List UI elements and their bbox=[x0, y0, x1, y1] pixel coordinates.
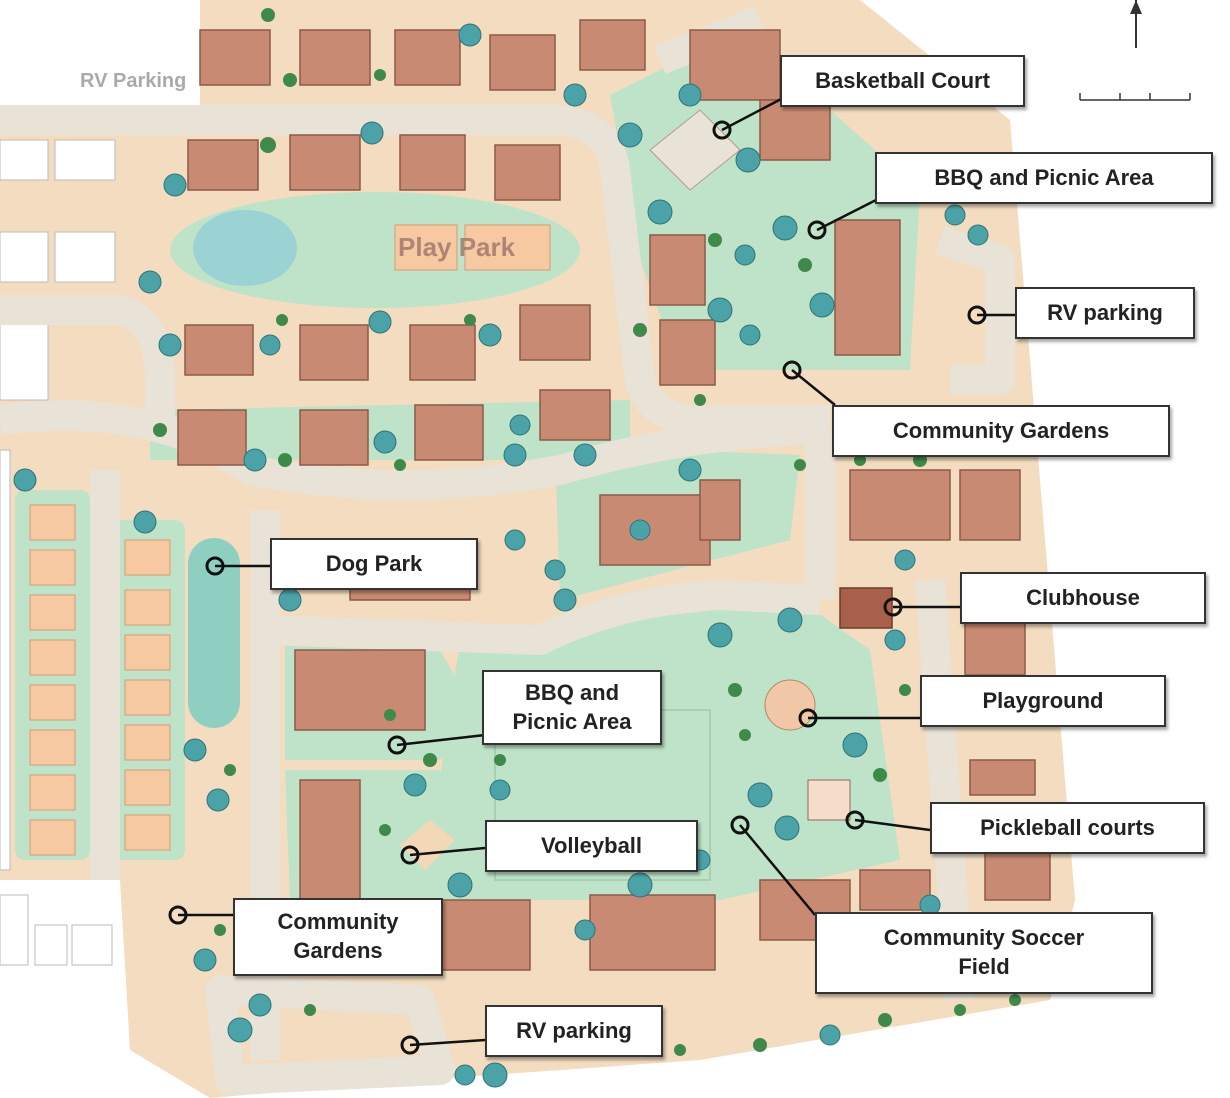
lot-parcels bbox=[29, 224, 551, 856]
callout-rv-parking-south: RV parking bbox=[485, 1005, 663, 1057]
callout-community-soccer-field: Community Soccer Field bbox=[815, 912, 1153, 994]
basketball-court-surface bbox=[649, 109, 741, 191]
pickleball-marker bbox=[845, 810, 865, 830]
callout-community-gardens-north: Community Gardens bbox=[832, 405, 1170, 457]
callout-basketball-court: Basketball Court bbox=[780, 55, 1025, 107]
callout-pickleball-courts: Pickleball courts bbox=[930, 802, 1205, 854]
shrubs bbox=[153, 8, 1021, 1056]
scale-bar bbox=[1079, 93, 1191, 101]
pickleball-court-surface bbox=[807, 779, 851, 821]
gardens-west-marker bbox=[168, 905, 188, 925]
callout-clubhouse: Clubhouse bbox=[960, 572, 1206, 624]
playground-marker bbox=[798, 708, 818, 728]
volleyball-marker bbox=[400, 845, 420, 865]
callout-bbq-picnic-central: BBQ and Picnic Area bbox=[482, 670, 662, 745]
basketball-marker bbox=[712, 120, 732, 140]
location-markers bbox=[168, 120, 987, 1055]
roads bbox=[0, 6, 1015, 1095]
playground-surface bbox=[764, 679, 816, 731]
callout-volleyball: Volleyball bbox=[485, 820, 698, 872]
dog-park-area bbox=[188, 538, 240, 728]
rv-parking-south-marker bbox=[400, 1035, 420, 1055]
clubhouse-building bbox=[839, 587, 893, 629]
buildings bbox=[177, 19, 1051, 971]
rv-parking-map-label: RV Parking bbox=[80, 70, 187, 92]
bbq-north-marker bbox=[807, 220, 827, 240]
volleyball-sand bbox=[400, 820, 455, 870]
play-park-pond bbox=[193, 210, 297, 286]
north-arrow-icon bbox=[1130, 0, 1142, 48]
gardens-north-marker bbox=[782, 360, 802, 380]
clubhouse-marker bbox=[883, 597, 903, 617]
callout-rv-parking-east: RV parking bbox=[1015, 287, 1195, 339]
bbq-central-marker bbox=[387, 735, 407, 755]
rv-parking-east-marker bbox=[967, 305, 987, 325]
callout-playground: Playground bbox=[920, 675, 1166, 727]
callout-community-gardens-west: Community Gardens bbox=[233, 898, 443, 976]
dog-park-marker bbox=[205, 556, 225, 576]
callout-bbq-picnic-north: BBQ and Picnic Area bbox=[875, 152, 1213, 204]
trees bbox=[13, 23, 989, 1088]
play-park-map-label: Play Park bbox=[398, 232, 516, 262]
west-lot-grid bbox=[0, 139, 116, 966]
soccer-marker bbox=[730, 815, 750, 835]
callout-dog-park: Dog Park bbox=[270, 538, 478, 590]
